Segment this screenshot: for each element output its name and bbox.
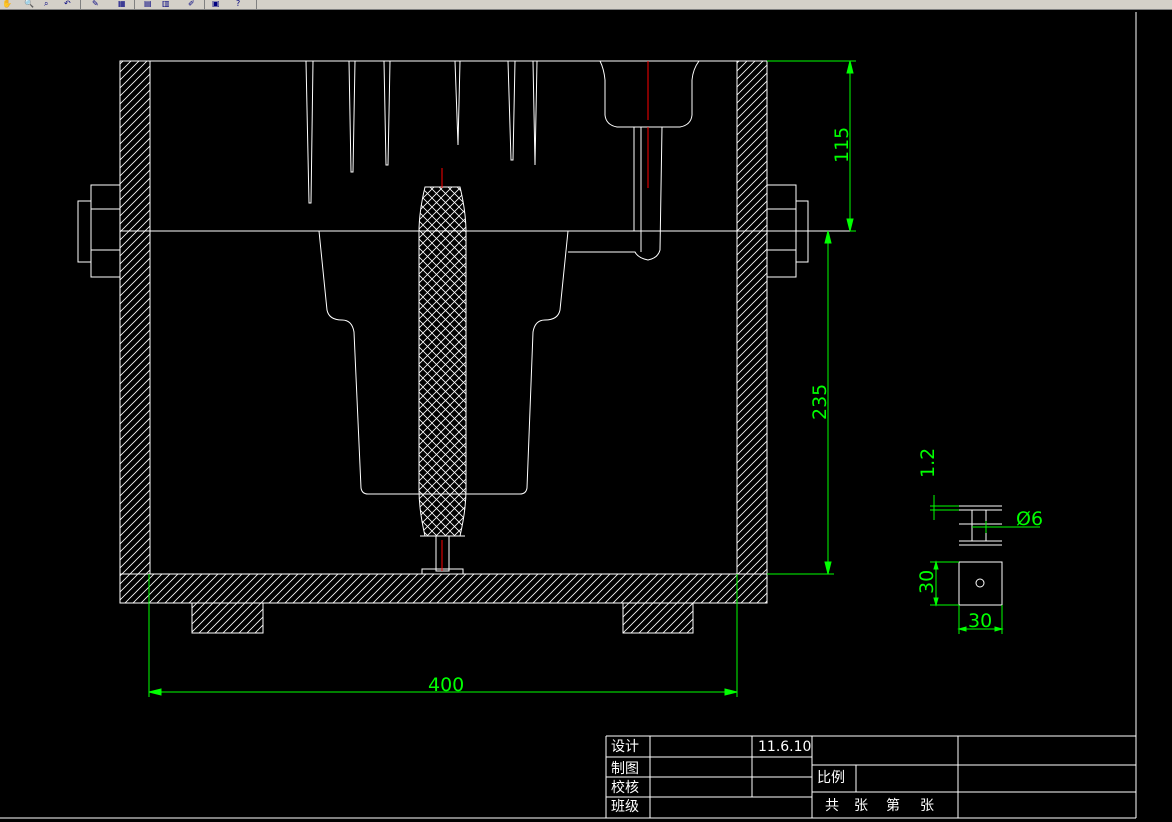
drawing-canvas[interactable]: 115 235 400 [0, 10, 1172, 822]
help-button[interactable]: ? [236, 0, 250, 8]
title-sheet-total-label: 共 [825, 798, 839, 814]
title-sheet-unit-2: 张 [920, 798, 934, 814]
markup-button[interactable]: ✐ [188, 0, 202, 8]
left-foot [191, 602, 264, 634]
dimension-detail-width[interactable] [957, 605, 1004, 634]
zoom-realtime-icon: 🔍 [24, 0, 34, 8]
right-wall-hatch [736, 60, 768, 575]
dimension-top-height[interactable] [767, 60, 856, 232]
pouring-cup [599, 60, 700, 128]
pan-icon: ✋ [2, 0, 12, 8]
sheet-set-button[interactable]: ▥ [162, 0, 176, 8]
design-center-button[interactable]: ▦ [118, 0, 132, 8]
title-sheet-unit-1: 张 [854, 798, 868, 814]
casting-pattern[interactable] [305, 60, 700, 495]
toolbar-separator [256, 0, 257, 9]
title-design-label: 设计 [611, 739, 639, 755]
sheet-set-icon: ▥ [162, 0, 170, 8]
core-insert[interactable] [418, 186, 467, 575]
detail-square[interactable] [958, 561, 1003, 606]
dimension-400-label: 400 [428, 674, 464, 696]
dimension-width[interactable] [148, 574, 738, 697]
zoom-previous-button[interactable]: ↶ [64, 0, 78, 8]
left-wall-hatch [119, 60, 151, 575]
markup-icon: ✐ [188, 0, 195, 8]
dimension-30-width-label: 30 [968, 610, 992, 632]
dimension-115-label: 115 [831, 127, 853, 163]
zoom-realtime-button[interactable]: 🔍 [24, 0, 38, 8]
toolbar-separator [80, 0, 81, 9]
mold-box[interactable] [77, 60, 852, 634]
dimension-235-label: 235 [809, 384, 831, 420]
core-body [418, 186, 467, 537]
title-sheet-index-label: 第 [886, 797, 900, 814]
zoom-window-button[interactable]: ⌕ [44, 0, 58, 8]
design-center-icon: ▦ [118, 0, 126, 8]
properties-icon: ✎ [92, 0, 99, 8]
dimension-1-2-label: 1.2 [917, 448, 939, 478]
calculator-icon: ▣ [212, 0, 220, 8]
calculator-button[interactable]: ▣ [212, 0, 226, 8]
toolbar-separator [134, 0, 135, 9]
zoom-window-icon: ⌕ [44, 0, 49, 8]
standard-toolbar: ✋ 🔍 ⌕ ↶ ✎ ▦ ▤ ▥ ✐ ▣? [0, 0, 1172, 10]
tool-palettes-button[interactable]: ▤ [144, 0, 158, 8]
sprue-channel [568, 126, 663, 261]
toolbar-separator [204, 0, 205, 9]
dimension-diameter-label: Ø6 [1016, 508, 1043, 530]
pan-button[interactable]: ✋ [2, 0, 16, 8]
tool-palettes-icon: ▤ [144, 0, 152, 8]
title-block[interactable] [605, 735, 1136, 818]
title-class-label: 班级 [611, 799, 639, 815]
right-clamp [766, 184, 809, 278]
vent-pins [305, 60, 538, 204]
title-drawing-label: 制图 [611, 761, 639, 777]
dimension-detail-height[interactable] [930, 560, 959, 607]
properties-button[interactable]: ✎ [92, 0, 106, 8]
center-lines [441, 61, 649, 571]
detail-pin[interactable] [959, 505, 1002, 546]
left-clamp [77, 184, 121, 278]
right-foot [622, 602, 694, 634]
drawing-frame [0, 12, 1137, 819]
dimension-thickness[interactable] [930, 495, 959, 520]
title-check-label: 校核 [611, 779, 639, 796]
zoom-previous-icon: ↶ [64, 0, 71, 8]
title-date: 11.6.10 [758, 739, 811, 755]
bottom-wall-hatch [119, 573, 768, 604]
title-scale-label: 比例 [817, 770, 845, 786]
help-icon: ? [236, 0, 241, 8]
dimension-diameter[interactable] [972, 521, 1040, 533]
dimension-bottom-height[interactable] [767, 230, 834, 575]
dimension-30-height-label: 30 [916, 570, 938, 594]
